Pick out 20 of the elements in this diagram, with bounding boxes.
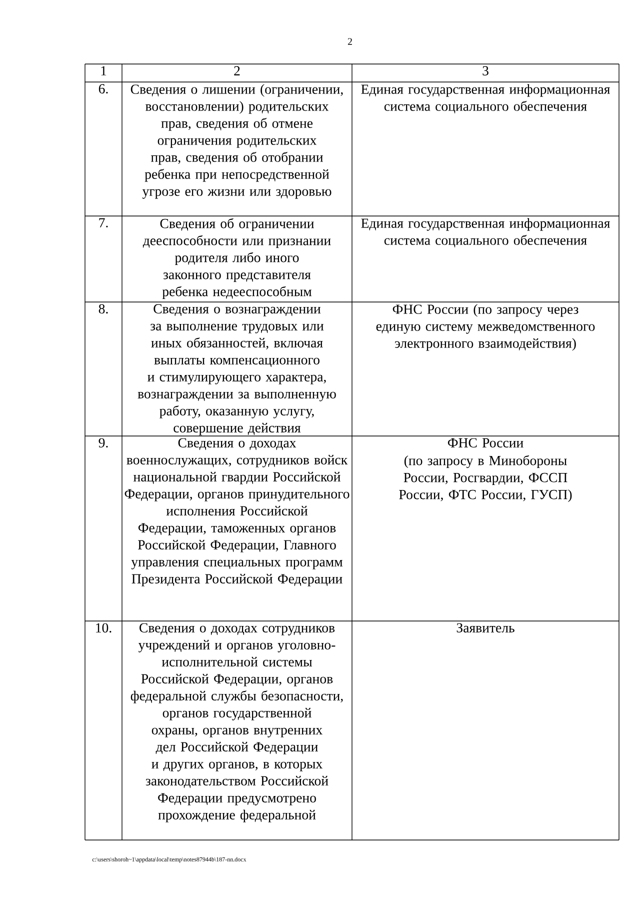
table-text: ФНС России (по запросу через единую систему межведомственного электронного взаимодействия) bbox=[376, 304, 595, 351]
row-number: 8. bbox=[98, 304, 108, 314]
column-header: 1 bbox=[101, 66, 106, 76]
table-text: Сведения о вознаграждении за выполнение трудовых или иных обязанностей, включая выплаты компенсационного и стимулирующего характера, вознаграждении за выполненную работу, оказанную услугу, совершение действия bbox=[138, 304, 336, 436]
table-text: Заявитель bbox=[456, 623, 514, 632]
row-number: 9. bbox=[98, 438, 108, 448]
column-header: 2 bbox=[234, 66, 240, 76]
column-header: 3 bbox=[482, 66, 488, 76]
row-number: 7. bbox=[99, 218, 108, 228]
row-number: 6. bbox=[98, 84, 108, 94]
table-text: Сведения об ограничении дееспособности или признании родителя либо иного законного представителя ребенка недееспособным bbox=[142, 218, 331, 299]
table-text: Единая государственная информационная система социального обеспечения bbox=[361, 218, 610, 248]
table-text: Единая государственная информационная система социального обеспечения bbox=[361, 84, 610, 114]
table-text: Сведения о доходах военнослужащих, сотрудников войск национальной гвардии Российской Федерации, органов принудительного исполнения Российской Федерации, таможенных органов Российской Федерации, Главного управления специальных программ Президента Российской Федерации bbox=[124, 438, 350, 586]
table-text: Сведения о лишении (ограничении, восстановлении) родительских прав, сведения об отмене ограничения родительских прав, сведения об отобрании ребенка при непосредственной угрозе его жизни или здоровью bbox=[130, 84, 343, 199]
table-text: ФНС России bbox=[448, 438, 524, 448]
page-number: 2 bbox=[348, 38, 352, 45]
row-number: 10. bbox=[96, 623, 112, 633]
table-text: Сведения о доходах сотрудников учреждений и органов уголовно-исполнительной системы Российской Федерации, органов федеральной службы безопасности, органов государственной охраны, органов внутренних дел Российской Федерации и других органов, в которых законодательством Российской Федерации предусмотрено прохождение федеральной bbox=[130, 623, 343, 822]
table-text: (по запросу в Минобороны России, Росгвардии, ФССП России, ФТС России, ГУСП) bbox=[399, 455, 572, 502]
